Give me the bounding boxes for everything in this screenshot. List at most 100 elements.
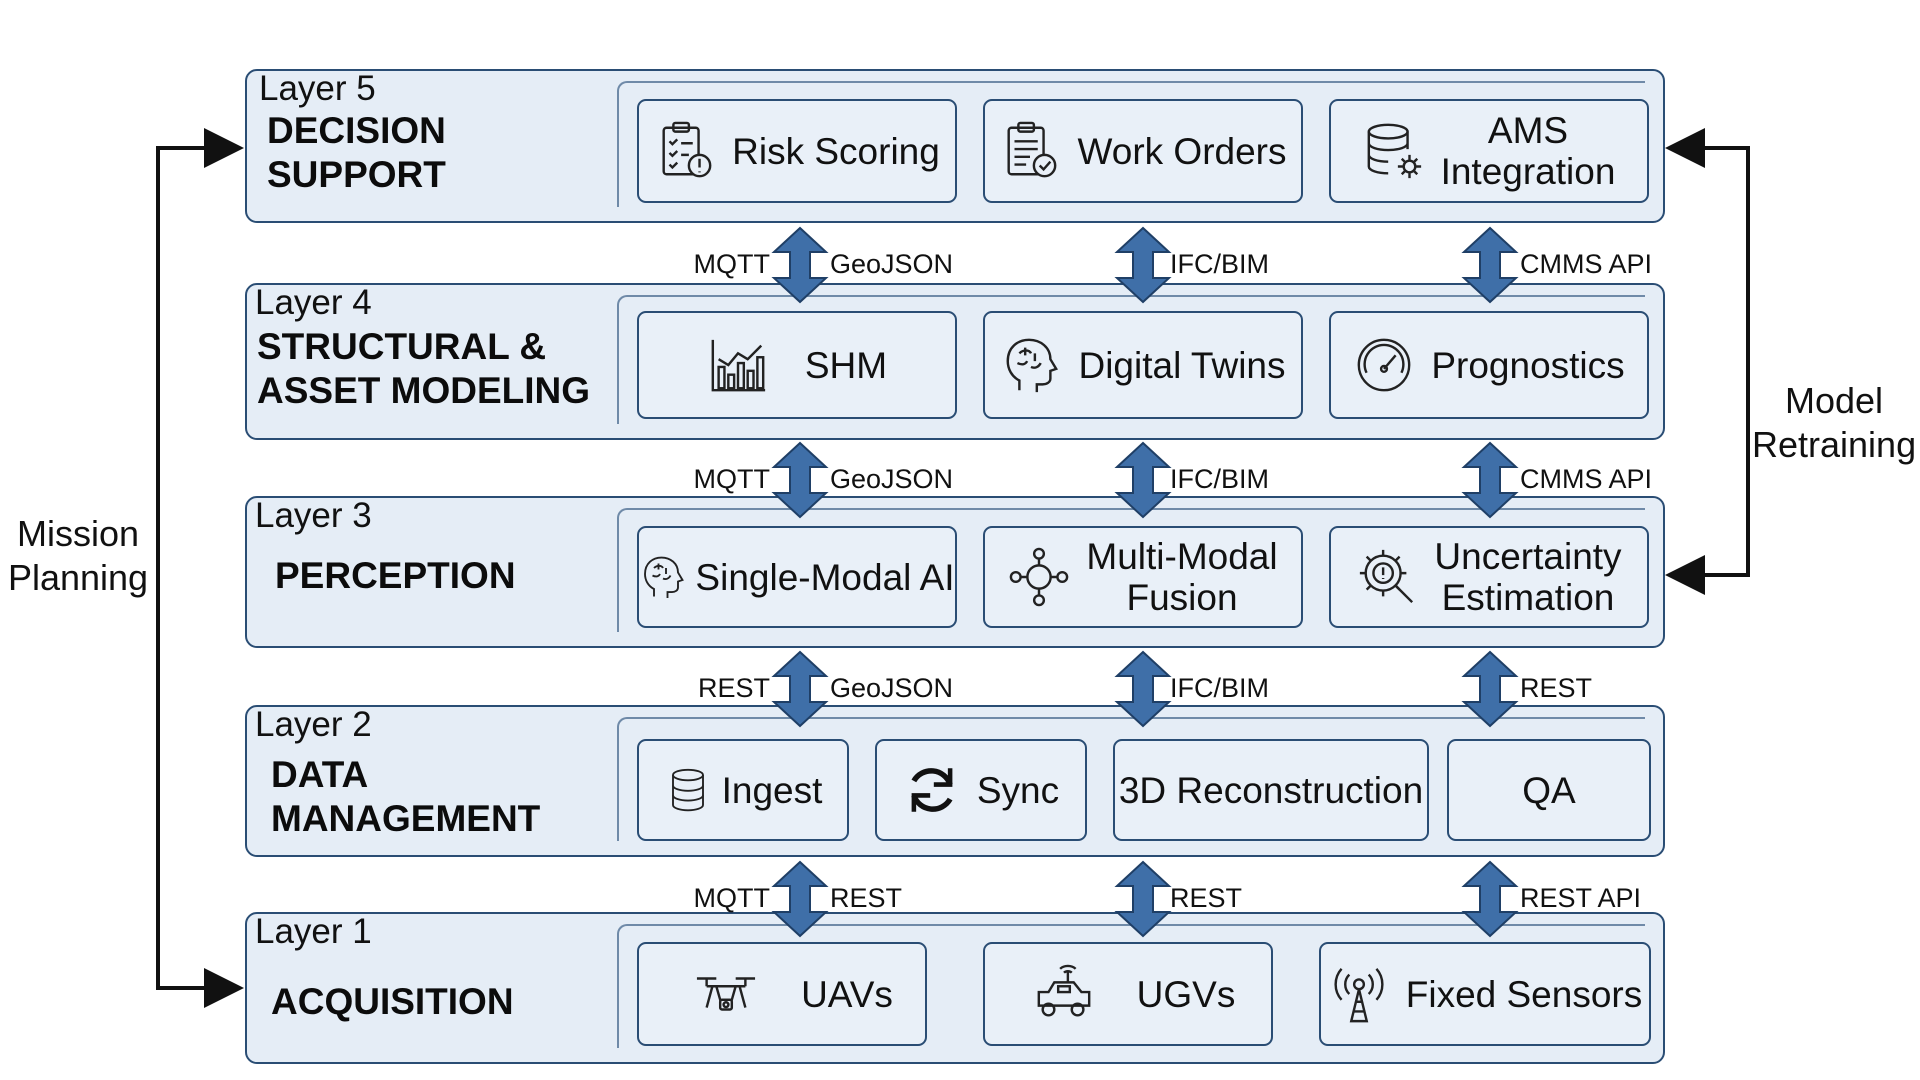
interface-arrow [1113,650,1173,728]
antenna-icon [1334,968,1384,1023]
module-label: Prognostics [1431,344,1625,386]
module-label: 3D Reconstruction [1118,769,1424,811]
interface-arrow [770,650,830,728]
model-retraining-arrow [1665,128,1750,577]
protocol-label-right: GeoJSON [830,464,954,494]
layer-2-data-management: Layer 2 DATA MANAGEMENT Ingest Sync 3D R… [245,705,1665,857]
module-single-modal-ai[interactable]: Single-Modal AI [637,526,957,628]
layer-title: DECISION SUPPORT [267,110,446,195]
brain-head-icon [1007,338,1059,393]
interface-arrow [770,441,830,519]
module-label: SHM [804,344,888,386]
module-prognostics[interactable]: Prognostics [1329,311,1649,419]
protocol-label-mid: REST [1170,883,1243,913]
module-tray [617,717,1645,841]
double-arrow-icon [1114,860,1172,938]
double-arrow-icon [771,226,829,304]
protocol-label-left: MQTT [693,249,770,279]
layer-3-perception: Layer 3 PERCEPTION Single-Modal AI Multi… [245,496,1665,648]
double-arrow-icon [1114,441,1172,519]
interface-arrow [770,226,830,304]
layer-title: ACQUISITION [271,981,514,1022]
module-qa[interactable]: QA [1447,739,1651,841]
database-gear-icon [1367,123,1421,179]
layer-title: PERCEPTION [275,555,516,596]
module-uavs[interactable]: UAVs [637,942,927,1046]
module-label: QA [1522,769,1576,811]
gear-magnifier-icon [1360,549,1414,604]
ground-vehicle-icon [1037,964,1091,1017]
protocol-label-right: GeoJSON [830,673,954,703]
double-arrow-icon [1114,650,1172,728]
module-label: Risk Scoring [732,130,940,172]
double-arrow-icon [1461,650,1519,728]
protocol-label-right: REST [830,883,903,913]
module-tray [617,508,1645,632]
module-ams-integration[interactable]: AMS Integration [1329,99,1649,203]
interface-arrow [1113,441,1173,519]
sync-icon [911,768,953,812]
interface-arrow [1460,226,1520,304]
module-fixed-sensors[interactable]: Fixed Sensors [1319,942,1651,1046]
protocol-label-left: MQTT [693,464,770,494]
protocol-label-left: MQTT [693,883,770,913]
brain-head-icon [644,556,685,598]
protocol-label-right: GeoJSON [830,249,954,279]
module-label: Work Orders [1077,130,1287,172]
double-arrow-icon [771,860,829,938]
module-label: Multi-Modal Fusion [1086,536,1278,618]
layer-4-structural-asset-modeling: Layer 4 STRUCTURAL & ASSET MODELING SHM … [245,283,1665,440]
interface-arrow [1460,441,1520,519]
interface-arrow [1460,860,1520,938]
module-risk-scoring[interactable]: Risk Scoring [637,99,957,203]
model-retraining-label: Model Retraining [1752,380,1917,465]
interface-arrow [1113,860,1173,938]
bar-chart-icon [711,339,765,392]
double-arrow-icon [1461,860,1519,938]
layer-number: Layer 5 [259,69,376,108]
interface-arrow [770,860,830,938]
protocol-label-end: CMMS API [1520,249,1653,279]
double-arrow-icon [1461,226,1519,304]
module-3d-reconstruction[interactable]: 3D Reconstruction [1113,739,1429,841]
layer-title: STRUCTURAL & ASSET MODELING [257,326,591,411]
protocol-label-end: CMMS API [1520,464,1653,494]
module-sync[interactable]: Sync [875,739,1087,841]
protocol-label-mid: IFC/BIM [1170,249,1269,279]
module-label: Ingest [721,769,823,811]
double-arrow-icon [771,650,829,728]
module-label: Fixed Sensors [1405,973,1643,1015]
clipboard-alert-icon [662,121,712,178]
double-arrow-icon [1461,441,1519,519]
layer-number: Layer 3 [255,496,372,535]
layer-1-acquisition: Layer 1 ACQUISITION UAVs UGVs Fixe [245,912,1665,1064]
module-label: Sync [976,769,1060,811]
layer-number: Layer 2 [255,705,372,744]
module-digital-twins[interactable]: Digital Twins [983,311,1303,419]
drone-icon [697,977,756,1011]
layer-title: DATA MANAGEMENT [271,754,541,839]
module-shm[interactable]: SHM [637,311,957,419]
module-work-orders[interactable]: Work Orders [983,99,1303,203]
module-label: UAVs [801,973,893,1015]
module-multi-modal-fusion[interactable]: Multi-Modal Fusion [983,526,1303,628]
clipboard-check-icon [1007,121,1057,178]
module-label: Digital Twins [1078,344,1286,386]
network-fusion-icon [1010,547,1069,607]
module-uncertainty-estimation[interactable]: Uncertainty Estimation [1329,526,1649,628]
protocol-label-end: REST API [1520,883,1642,913]
layer-5-decision-support: Layer 5 DECISION SUPPORT Risk Scoring Wo… [245,69,1665,223]
module-ingest[interactable]: Ingest [637,739,849,841]
module-tray [617,295,1645,424]
module-ugvs[interactable]: UGVs [983,942,1273,1046]
double-arrow-icon [1114,226,1172,304]
gauge-icon [1357,338,1411,392]
protocol-label-end: REST [1520,673,1593,703]
layer-number: Layer 4 [255,283,372,322]
layer-number: Layer 1 [255,912,372,951]
double-arrow-icon [771,441,829,519]
interface-arrow [1460,650,1520,728]
mission-planning-label: Mission Planning [7,513,149,598]
